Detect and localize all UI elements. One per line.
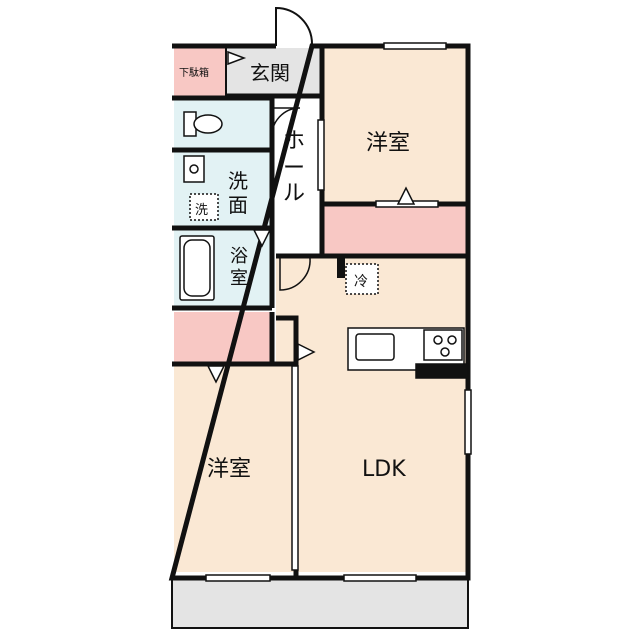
washbasin-icon <box>183 155 205 183</box>
western-room-lower-floor <box>174 366 294 572</box>
hall-label-2: ー <box>283 156 305 181</box>
hall-door <box>279 257 311 291</box>
washer-space <box>189 193 219 221</box>
bath-door-marker <box>252 229 272 248</box>
closet-lower <box>174 312 272 364</box>
balcony-floor <box>171 577 469 629</box>
shoe-box-area <box>174 48 226 96</box>
bathtub-icon <box>179 235 215 301</box>
hall-label-3: ル <box>283 181 305 206</box>
bath-label-1: 浴 <box>230 246 248 267</box>
closet-marker-upper <box>396 186 416 205</box>
washer-label: 洗 <box>195 203 208 218</box>
ldk-label: LDK <box>362 457 406 482</box>
washroom-label-2: 面 <box>228 193 248 217</box>
closet-marker-lower <box>206 365 226 384</box>
bath-label-2: 室 <box>230 268 248 289</box>
hall-flag <box>227 50 247 66</box>
fridge-wall-mark <box>337 258 345 278</box>
fridge-space <box>345 263 379 295</box>
closet-upper <box>324 206 466 256</box>
toilet-icon <box>183 111 223 137</box>
shoe-box-label: 下駄箱 <box>179 66 209 79</box>
windows <box>205 42 472 582</box>
closet-marker-side <box>297 342 316 362</box>
entrance-label: 玄関 <box>250 61 290 85</box>
entrance-door <box>275 6 313 46</box>
western-room-upper-floor <box>324 48 466 204</box>
fridge-label: 冷 <box>354 274 368 290</box>
western-room-lower-label: 洋室 <box>207 457 251 482</box>
toilet-door <box>271 107 301 139</box>
ldk-floor <box>276 256 466 572</box>
washroom-label-1: 洗 <box>228 169 248 193</box>
hall-label-1: ホ <box>283 129 305 154</box>
western-room-upper-label: 洋室 <box>366 131 410 156</box>
kitchen-counter <box>347 327 469 379</box>
